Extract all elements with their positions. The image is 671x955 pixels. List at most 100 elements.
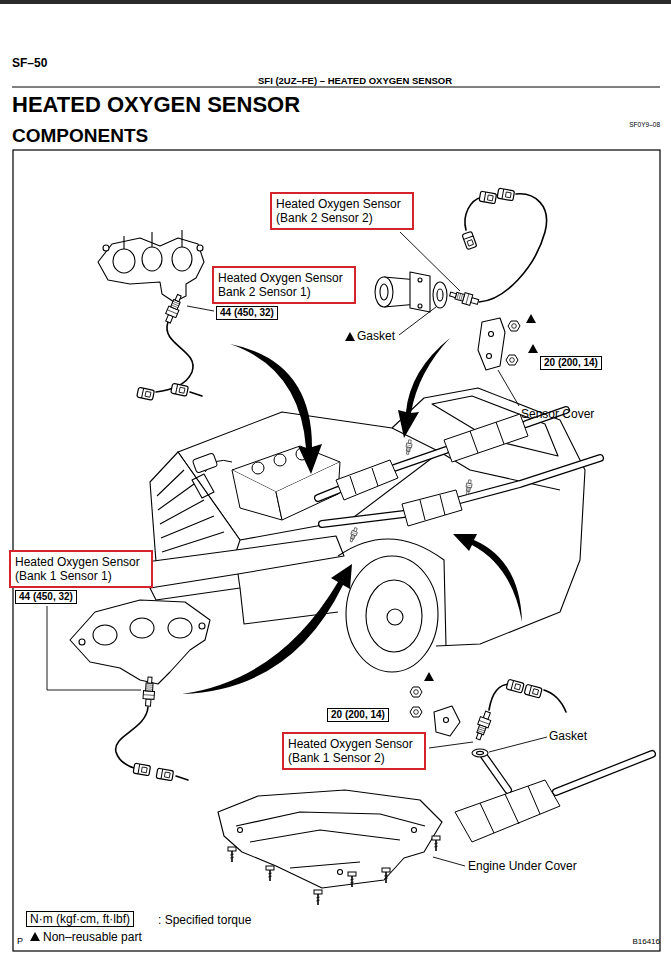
engine	[192, 446, 340, 520]
leader-line	[47, 232, 547, 866]
callout-text: Heated Oxygen Sensor (Bank 1 Sensor 2)	[288, 737, 420, 765]
exhaust-manifold	[70, 230, 210, 684]
page-title: HEATED OXYGEN SENSOR	[12, 92, 300, 118]
wire-connector	[156, 768, 173, 781]
torque-unit-sample: N·m (kgf·cm, ft·lbf)	[26, 911, 134, 927]
exhaust-manifold	[103, 245, 109, 251]
screw	[382, 868, 390, 883]
pipe-flange	[418, 278, 422, 282]
oxygen-sensor	[449, 289, 480, 308]
sensor-wire	[116, 707, 148, 768]
callout-text: 20 (200, 14)	[331, 709, 385, 721]
wire-connector	[133, 188, 542, 781]
truck-outline	[150, 574, 240, 600]
callout-text: Heated Oxygen Sensor (Bank 1 Sensor 1)	[15, 555, 147, 583]
leader-line	[47, 606, 141, 690]
truck-outline	[387, 609, 403, 625]
pointer-arrow	[230, 344, 322, 474]
screw	[348, 872, 356, 887]
catalytic-converter	[480, 786, 540, 833]
bolt	[506, 355, 518, 365]
truck-outline	[146, 536, 344, 588]
non-reusable-mark	[345, 314, 538, 681]
exhaust-sensor-small	[348, 527, 358, 543]
sensor-cover	[478, 318, 505, 370]
sensor-cover	[487, 354, 492, 359]
gasket	[437, 289, 443, 301]
bolt	[410, 321, 520, 717]
torque-box: 44 (450, 32)	[15, 590, 77, 604]
sensor-wire	[479, 194, 547, 302]
exhaust-manifold	[168, 618, 192, 638]
non-reusable-mark	[345, 332, 355, 341]
sensor-wire	[190, 392, 202, 396]
sensor-wire	[156, 322, 193, 392]
page-marker: P	[17, 936, 23, 947]
non-reusable-mark	[528, 344, 538, 353]
exhaust-manifold	[124, 230, 182, 249]
sensor-cover	[434, 318, 505, 736]
truck-outline	[192, 474, 214, 498]
leader-line	[433, 857, 465, 866]
torque-box: 20 (200, 14)	[327, 708, 389, 722]
sensor-wire	[465, 197, 482, 230]
pipe-flange	[380, 284, 388, 300]
exhaust-sensor-small	[465, 480, 473, 495]
exhaust-manifold	[199, 623, 205, 629]
under-cover	[238, 828, 243, 833]
sensor-cover	[434, 706, 460, 736]
callout-text: 44 (450, 32)	[220, 307, 274, 319]
legend-entry: : Specified torque	[158, 913, 251, 927]
leader-line	[187, 306, 214, 311]
catalytic-converter	[455, 780, 560, 842]
sensor-wire	[544, 690, 566, 712]
pipe-flange	[375, 272, 430, 312]
truck-outline	[146, 388, 585, 672]
sensor-cover	[444, 718, 449, 723]
exhaust-manifold	[130, 618, 154, 638]
pipe-flange	[375, 277, 393, 307]
screw	[432, 836, 440, 851]
legend-symbol	[30, 932, 40, 941]
catalytic-converter	[336, 414, 560, 842]
oxygen-sensor	[473, 710, 493, 741]
screw	[314, 890, 322, 905]
sensor-wire	[176, 776, 188, 780]
sensor-callout: Heated Oxygen Sensor Bank 2 Sensor 1)	[212, 266, 356, 304]
page-frame	[0, 0, 671, 4]
sensor-cover	[489, 332, 494, 337]
bolt	[508, 321, 520, 331]
figure-code: SF0Y9–08	[629, 121, 660, 129]
oxygen-sensor	[143, 289, 494, 741]
catalytic-converter	[420, 495, 445, 520]
callout-text: Heated Oxygen Sensor Bank 2 Sensor 1)	[218, 271, 350, 299]
torque-box: 20 (200, 14)	[540, 356, 602, 370]
exhaust-sensor-small	[348, 440, 472, 543]
truck-outline	[346, 556, 438, 672]
exhaust-sensor-small	[405, 440, 413, 455]
sensor-callout: Heated Oxygen Sensor (Bank 1 Sensor 2)	[282, 732, 426, 770]
under-cover	[338, 870, 343, 875]
exhaust-manifold	[98, 238, 204, 302]
truck-outline	[150, 452, 240, 562]
pointer-arrow	[453, 534, 522, 622]
callout-text: 44 (450, 32)	[19, 591, 73, 603]
wire-connector	[506, 679, 524, 693]
wire-connector	[479, 191, 496, 204]
pipe-flange	[418, 304, 422, 308]
wire-connector	[524, 684, 542, 698]
under-cover	[218, 790, 442, 888]
sensor-callout: Heated Oxygen Sensor (Bank 1 Sensor 1)	[9, 550, 153, 588]
sensor-wire	[116, 194, 566, 780]
engine	[274, 454, 286, 466]
under-cover	[236, 812, 425, 868]
screw	[228, 847, 236, 862]
oxygen-sensor	[143, 677, 156, 707]
gasket	[477, 751, 484, 754]
legend-symbol	[30, 932, 40, 941]
engine	[232, 470, 282, 520]
screw	[228, 836, 440, 905]
catalytic-converter	[336, 460, 398, 500]
